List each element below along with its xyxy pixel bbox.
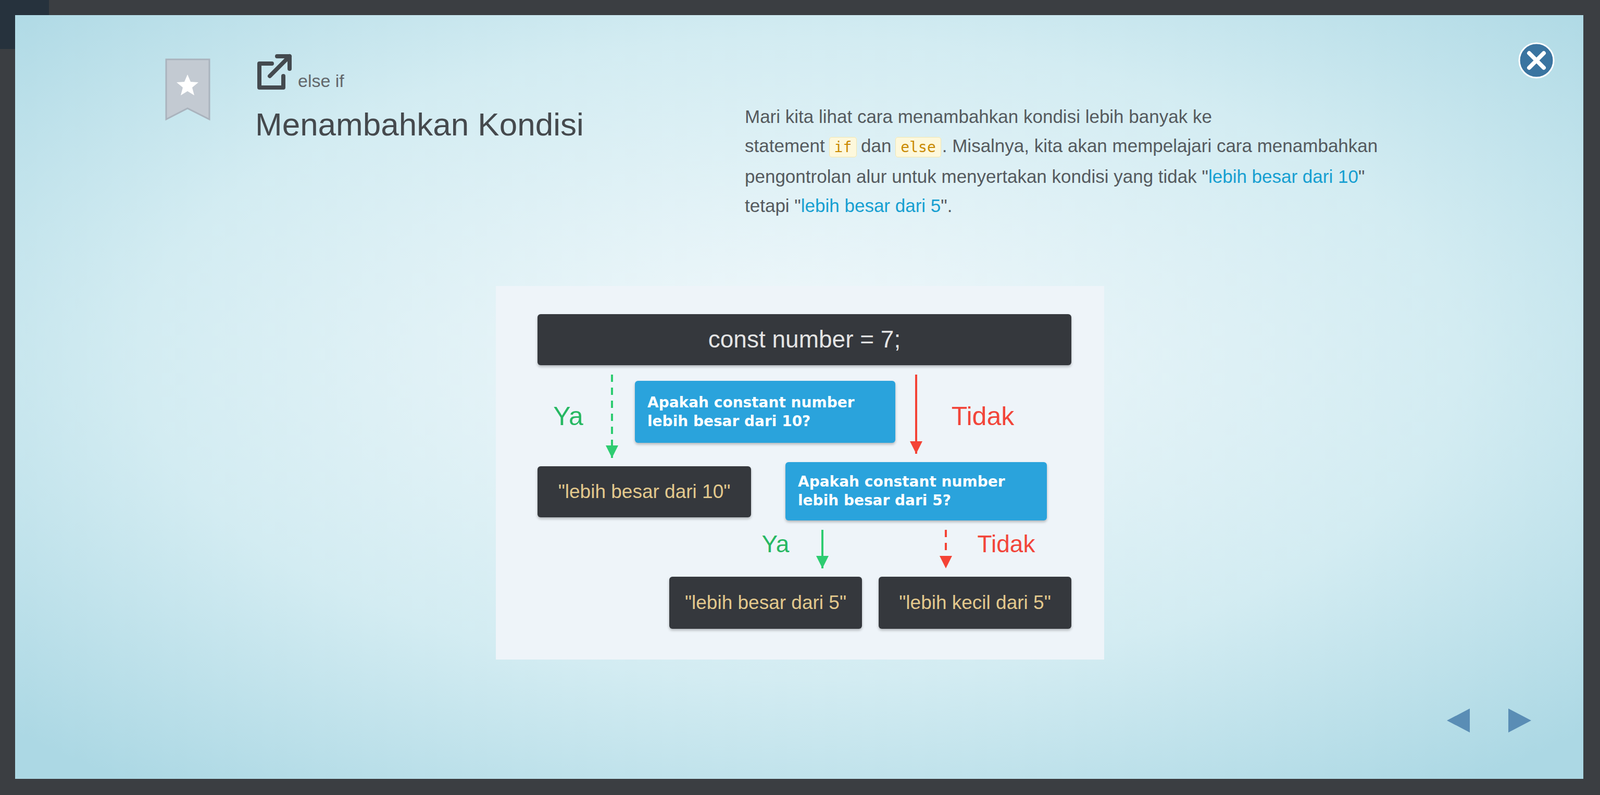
next-arrow — [1508, 708, 1532, 733]
external-link-arrow — [269, 56, 290, 77]
output-box: "lebih besar dari 5" — [669, 576, 862, 629]
bookmark-icon — [166, 59, 210, 120]
output-box: "lebih kecil dari 5" — [878, 576, 1072, 629]
node-text: "lebih kecil dari 5" — [898, 591, 1052, 615]
highlight-text: lebih besar dari 10 — [1208, 166, 1359, 187]
external-link-icon — [259, 56, 290, 88]
inline-code: else — [895, 136, 941, 158]
lesson-tag: else if — [297, 70, 345, 91]
edge-label: Ya — [553, 401, 583, 431]
diagram-panel — [495, 285, 1105, 660]
lesson-paragraph: Mari kita lihat cara menambahkan kondisi… — [744, 102, 1391, 221]
modal-panel — [15, 15, 1584, 779]
paragraph-text: ". — [940, 195, 953, 216]
decision-box: Apakah constant number lebih besar dari … — [634, 380, 896, 443]
decision-box: Apakah constant number lebih besar dari … — [785, 461, 1047, 521]
edge-label-wrap: Tidak — [951, 401, 1015, 432]
inline-code: if — [829, 136, 858, 158]
close-cross — [1529, 53, 1544, 68]
paragraph-text: dan — [860, 135, 892, 156]
edge-label-wrap: Tidak — [977, 529, 1036, 558]
node-text: Apakah constant number lebih besar dari … — [647, 393, 883, 431]
code-box: const number = 7; — [537, 314, 1072, 366]
edge-label: Tidak — [951, 401, 1015, 431]
node-text: "lebih besar dari 10" — [558, 480, 731, 504]
edge-label-wrap: Ya — [761, 529, 790, 558]
bookmark-star — [176, 74, 199, 96]
node-text: const number = 7; — [708, 325, 901, 354]
node-text: "lebih besar dari 5" — [684, 591, 847, 615]
output-box: "lebih besar dari 10" — [537, 466, 752, 518]
highlight-text: lebih besar dari 5 — [801, 195, 942, 216]
bookmark-ribbon — [166, 59, 210, 120]
edge-label: Ya — [761, 530, 790, 558]
flow-arrow — [915, 374, 918, 454]
prev-arrow — [1446, 708, 1470, 733]
edge-label-wrap: Ya — [553, 401, 583, 432]
title-wrap: Menambahkan Kondisi — [255, 105, 584, 143]
edge-label: Tidak — [977, 530, 1036, 558]
slide-title: Menambahkan Kondisi — [255, 106, 584, 143]
dashed-arrow — [944, 529, 947, 569]
close-circle — [1519, 43, 1554, 78]
dashed-arrow — [610, 374, 614, 458]
node-text: Apakah constant number lebih besar dari … — [797, 472, 1035, 510]
flow-arrow — [821, 529, 824, 569]
tag-wrap: else if — [297, 70, 345, 92]
close-button — [1519, 43, 1554, 78]
